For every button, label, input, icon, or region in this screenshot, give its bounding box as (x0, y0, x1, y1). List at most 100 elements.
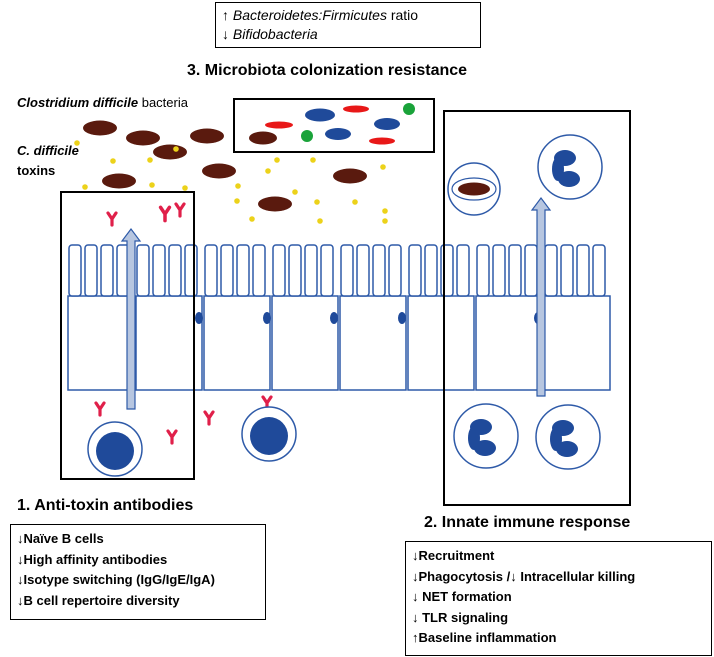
microvillus (560, 244, 574, 297)
microvillus (68, 244, 82, 297)
epithelial-cell (339, 295, 407, 391)
tight-junction (398, 312, 406, 324)
microvillus (288, 244, 302, 297)
microvillus (424, 244, 438, 297)
cdiff-bacterium (258, 196, 292, 212)
antibody (106, 211, 118, 227)
cdiff-bacterium (126, 130, 160, 146)
tight-junction (263, 312, 271, 324)
microvillus (524, 244, 538, 297)
toxin-dot (234, 198, 240, 204)
neutrophil-lobe (558, 171, 580, 187)
toxin-dot (147, 157, 153, 163)
innate-effect-5: ↑Baseline inflammation (412, 630, 557, 645)
innate-effects-box: ↓Recruitment ↓Phagocytosis /↓ Intracellu… (405, 541, 712, 656)
toxin-dot (110, 158, 116, 164)
antibody-effect-2: ↓High affinity antibodies (17, 551, 168, 567)
cdiff-bacterium (202, 163, 236, 179)
microvillus (304, 244, 318, 297)
b-cell-nucleus (96, 432, 134, 470)
microvillus (100, 244, 114, 297)
microvillus (204, 244, 218, 297)
toxin-dot (249, 216, 255, 222)
antibody (158, 205, 172, 223)
down-arrow-text: ↓ (222, 26, 233, 42)
microvillus (372, 244, 386, 297)
cdiff-bacterium (333, 168, 367, 184)
microvillus (184, 244, 198, 297)
ratio-line: ↑ Bacteroidetes:Firmicutes ratio (222, 6, 474, 25)
toxins (74, 140, 388, 224)
toxin-dot (274, 157, 280, 163)
cdiff-bacterium (83, 120, 117, 136)
microvillus (236, 244, 250, 297)
innate-effect-4: ↓ TLR signaling (412, 609, 509, 625)
microvillus (356, 244, 370, 297)
epithelial-cell (475, 295, 543, 391)
microvillus (84, 244, 98, 297)
toxins-label-word: toxins (17, 163, 56, 178)
toxin-dot (74, 140, 80, 146)
commensal-blue (305, 108, 335, 122)
antibodies (94, 202, 273, 445)
epithelial-cell (135, 295, 203, 391)
panels (60, 110, 631, 506)
toxin-dot (382, 218, 388, 224)
neutrophil (453, 403, 519, 469)
ratio-suffix: ratio (386, 7, 419, 23)
microvillus (592, 244, 606, 297)
epithelial-cell (543, 295, 611, 391)
toxin-dot (82, 184, 88, 190)
up-arrow-text: ↑ (222, 7, 233, 23)
bacteria-label: Clostridium difficile bacteria (17, 95, 188, 110)
neutrophil (537, 134, 603, 200)
epithelial-cell (407, 295, 475, 391)
antibody-panel (60, 191, 195, 480)
commensal-red (265, 121, 293, 129)
bacteria-label-rest: bacteria (138, 95, 188, 110)
microvillus (220, 244, 234, 297)
commensal-red (343, 105, 369, 113)
antibody (94, 401, 106, 417)
toxin-dot (382, 208, 388, 214)
tight-junction (195, 312, 203, 324)
microvillus (544, 244, 558, 297)
microvillus (388, 244, 402, 297)
epithelial-cell (271, 295, 339, 391)
toxin-dot (314, 199, 320, 205)
epithelium (67, 244, 611, 391)
innate-effect-1: ↓Recruitment (412, 548, 495, 563)
neutrophil-lobe (474, 440, 496, 456)
bifido-line: ↓ Bifidobacteria (222, 25, 474, 44)
commensal-green (301, 130, 313, 142)
microvillus (492, 244, 506, 297)
up-arrow (530, 197, 552, 397)
commensal-blue (325, 128, 351, 140)
microvillus (272, 244, 286, 297)
toxin-dot (173, 146, 179, 152)
microbiota-ratio-box: ↑ Bacteroidetes:Firmicutes ratio ↓ Bifid… (215, 2, 481, 48)
neutrophil-lobe (556, 441, 578, 457)
microvillus (252, 244, 266, 297)
antitoxin-title: 1. Anti-toxin antibodies (17, 497, 194, 514)
microbiota-box-graphic (233, 98, 435, 153)
antibody (174, 202, 186, 218)
commensal-brown (249, 131, 277, 145)
antibody-effects-box: ↓Naïve B cells ↓High affinity antibodies… (10, 524, 266, 620)
toxin-dot (265, 168, 271, 174)
commensal-red (369, 137, 395, 145)
commensal-green (403, 103, 415, 115)
toxin-dot (310, 157, 316, 163)
microvillus (476, 244, 490, 297)
toxin-dot (352, 199, 358, 205)
epithelial-cell (203, 295, 271, 391)
neutrophil (535, 404, 601, 470)
cdiff-bacterium (153, 144, 187, 160)
innate-panel (443, 110, 631, 506)
microvillus (440, 244, 454, 297)
microvillus (408, 244, 422, 297)
antibody (166, 429, 178, 445)
toxins-label-species: C. difficile (17, 143, 79, 158)
